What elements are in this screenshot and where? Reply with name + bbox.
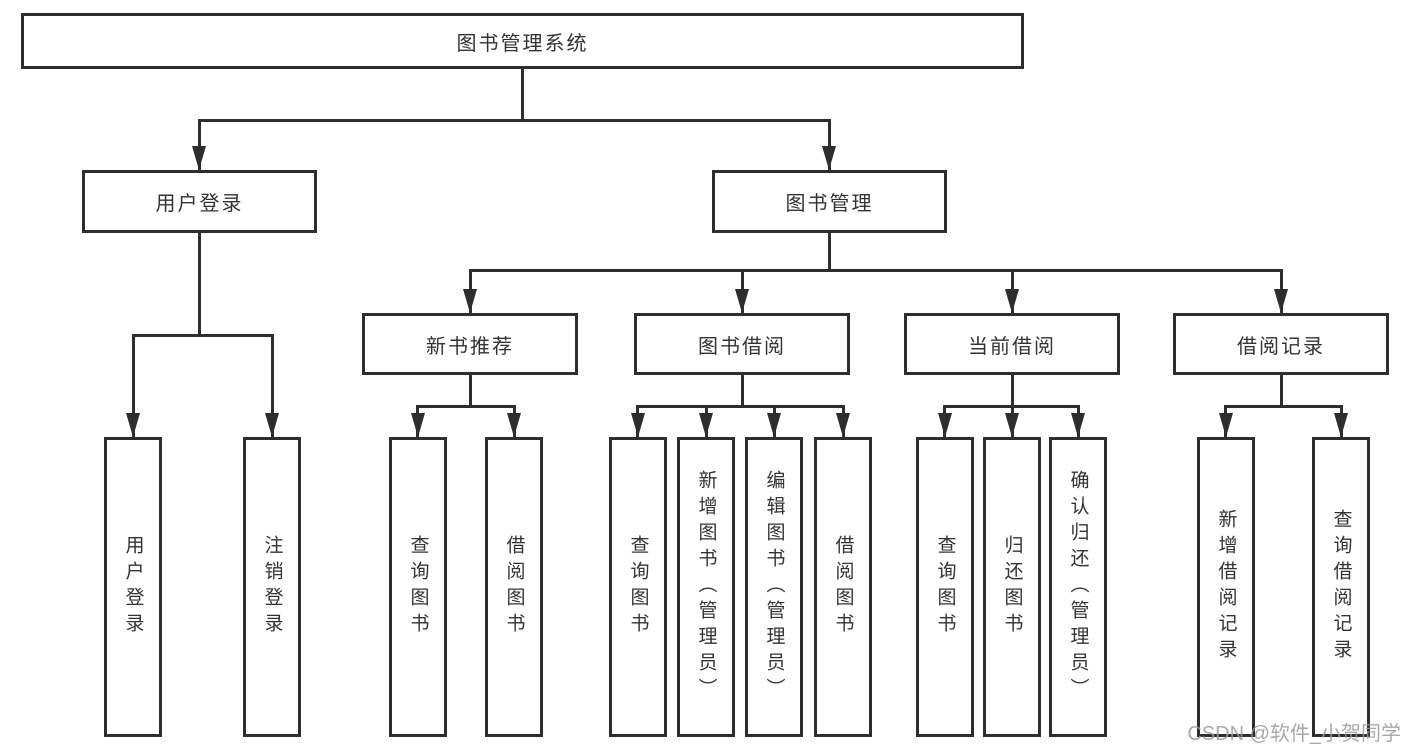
connector-drop-book-management xyxy=(828,119,831,170)
leaf-logout-label: 注销登录 xyxy=(261,535,283,639)
leaf-borrow-book-recommend: 借阅图书 xyxy=(485,437,543,737)
leaf-add-book-admin-label: 新增图书（管理员） xyxy=(695,470,717,704)
connector-recommend-horizontal xyxy=(416,405,516,408)
connector-user-login-horizontal xyxy=(132,334,274,337)
connector-borrow-record-horizontal xyxy=(1224,405,1343,408)
connector-root-stem xyxy=(521,69,524,121)
arrowhead-leaf-edit-book xyxy=(767,413,781,437)
node-new-book-recommend-label: 新书推荐 xyxy=(426,335,514,358)
arrowhead-leaf-query-borrow-record xyxy=(1334,413,1348,437)
arrowhead-leaf-borrow-book-recommend xyxy=(507,413,521,437)
leaf-query-book-current-label: 查询图书 xyxy=(934,535,956,639)
leaf-query-book-recommend-label: 查询图书 xyxy=(407,535,429,639)
leaf-edit-book-admin-label: 编辑图书（管理员） xyxy=(763,470,785,704)
leaf-logout: 注销登录 xyxy=(243,437,301,737)
arrowhead-leaf-borrow-book xyxy=(836,413,850,437)
connector-drop-user-login xyxy=(198,119,201,170)
leaf-query-book-recommend: 查询图书 xyxy=(389,437,447,737)
arrowhead-current-borrow xyxy=(1005,289,1019,313)
node-user-login-label: 用户登录 xyxy=(155,193,244,215)
connector-book-management-stem xyxy=(828,233,831,271)
leaf-confirm-return-admin-label: 确认归还（管理员） xyxy=(1067,470,1089,704)
leaf-edit-book-admin: 编辑图书（管理员） xyxy=(745,437,803,737)
node-user-login: 用户登录 xyxy=(82,170,317,233)
connector-book-borrow-stem xyxy=(741,375,744,407)
node-book-borrow-label: 图书借阅 xyxy=(698,335,786,358)
leaf-borrow-book-borrow: 借阅图书 xyxy=(814,437,872,737)
leaf-return-book-label: 归还图书 xyxy=(1001,535,1023,639)
connector-borrow-record-stem xyxy=(1280,375,1283,407)
arrowhead-leaf-query-book-recommend xyxy=(411,413,425,437)
leaf-user-login-label: 用户登录 xyxy=(122,535,144,639)
leaf-query-borrow-record: 查询借阅记录 xyxy=(1312,437,1370,737)
leaf-user-login: 用户登录 xyxy=(104,437,162,737)
arrowhead-book-borrow xyxy=(735,289,749,313)
arrowhead-user-login xyxy=(192,146,206,170)
leaf-add-book-admin: 新增图书（管理员） xyxy=(677,437,735,737)
arrowhead-borrow-record xyxy=(1274,289,1288,313)
leaf-query-borrow-record-label: 查询借阅记录 xyxy=(1330,509,1352,665)
arrowhead-book-management xyxy=(822,146,836,170)
arrowhead-leaf-query-book-current xyxy=(938,413,952,437)
arrowhead-leaf-add-book xyxy=(699,413,713,437)
leaf-add-borrow-record-label: 新增借阅记录 xyxy=(1215,509,1237,665)
leaf-borrow-book-borrow-label: 借阅图书 xyxy=(832,535,854,639)
arrowhead-leaf-add-borrow-record xyxy=(1219,413,1233,437)
node-borrow-record: 借阅记录 xyxy=(1173,313,1389,375)
csdn-watermark: CSDN @软件_小贺同学 xyxy=(1187,723,1401,745)
node-new-book-recommend: 新书推荐 xyxy=(362,313,578,375)
leaf-add-borrow-record: 新增借阅记录 xyxy=(1197,437,1255,737)
leaf-query-book-borrow-label: 查询图书 xyxy=(627,535,649,639)
arrowhead-leaf-user-login xyxy=(126,413,140,437)
node-root-label: 图书管理系统 xyxy=(456,32,589,55)
node-book-management: 图书管理 xyxy=(712,170,947,233)
arrowhead-leaf-return-book xyxy=(1005,413,1019,437)
arrowhead-new-book-recommend xyxy=(463,289,477,313)
node-book-management-label: 图书管理 xyxy=(785,193,874,215)
arrowhead-leaf-query-book-borrow xyxy=(631,413,645,437)
leaf-borrow-book-recommend-label: 借阅图书 xyxy=(503,535,525,639)
connector-drop-leaf-user-login xyxy=(132,334,135,437)
connector-user-login-stem xyxy=(198,233,201,335)
connector-new-book-recommend-stem xyxy=(469,375,472,407)
connector-level2-horizontal xyxy=(198,119,831,122)
leaf-confirm-return-admin: 确认归还（管理员） xyxy=(1049,437,1107,737)
leaf-query-book-current: 查询图书 xyxy=(916,437,974,737)
node-root-system: 图书管理系统 xyxy=(21,13,1024,69)
connector-current-borrow-stem xyxy=(1011,375,1014,407)
leaf-query-book-borrow: 查询图书 xyxy=(609,437,667,737)
arrowhead-leaf-confirm-return xyxy=(1071,413,1085,437)
node-current-borrow-label: 当前借阅 xyxy=(968,335,1056,358)
arrowhead-leaf-logout xyxy=(265,413,279,437)
leaf-return-book: 归还图书 xyxy=(983,437,1041,737)
connector-drop-leaf-logout xyxy=(271,334,274,437)
connector-level3-horizontal xyxy=(469,269,1283,272)
node-borrow-record-label: 借阅记录 xyxy=(1237,335,1325,358)
node-book-borrow: 图书借阅 xyxy=(634,313,850,375)
connector-book-borrow-horizontal xyxy=(636,405,845,408)
node-current-borrow: 当前借阅 xyxy=(904,313,1120,375)
